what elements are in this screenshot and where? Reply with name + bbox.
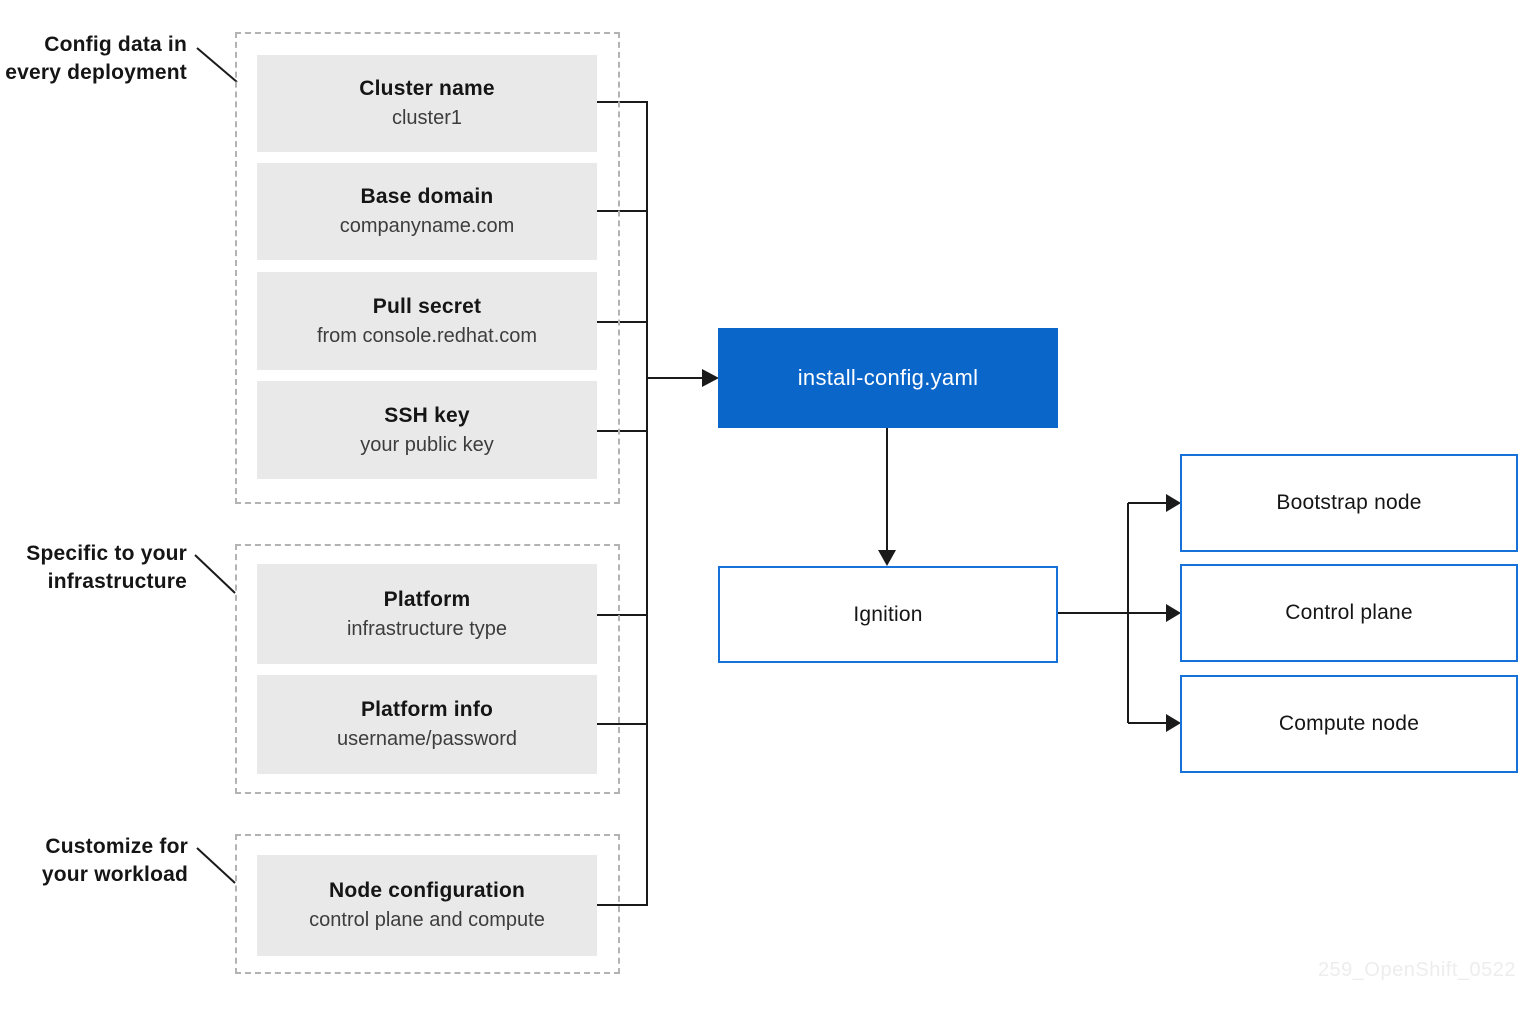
box-title: Pull secret	[372, 294, 482, 318]
box-label: Bootstrap node	[1276, 491, 1422, 514]
box-title: Base domain	[360, 185, 494, 208]
box-platform: Platform infrastructure type	[257, 564, 597, 664]
box-label: Compute node	[1278, 712, 1420, 735]
box-ssh-key: SSH key your public key	[257, 381, 597, 479]
arrowhead-control-plane	[1166, 604, 1181, 622]
section-label-line: your workload	[41, 863, 188, 886]
tick-customize	[196, 847, 236, 884]
box-control-plane: Control plane	[1180, 564, 1518, 662]
box-title: Node configuration	[328, 879, 526, 902]
section-label-line: every deployment	[5, 61, 187, 84]
box-label: Ignition	[853, 602, 923, 626]
box-title: Platform info	[360, 698, 494, 721]
box-platform-info: Platform info username/password	[257, 675, 597, 774]
box-title: Cluster name	[359, 77, 495, 100]
box-title: SSH key	[384, 403, 470, 427]
box-cluster-name: Cluster name cluster1	[257, 55, 597, 152]
arrowhead-ignition	[878, 550, 896, 566]
box-compute-node: Compute node	[1180, 675, 1518, 773]
section-label-line: Specific to your	[26, 542, 187, 565]
section-label-customize: Customize for your workload	[0, 833, 188, 889]
section-label-line: infrastructure	[47, 570, 187, 593]
box-install-config-yaml: install-config.yaml	[718, 328, 1058, 428]
box-label: install-config.yaml	[797, 365, 979, 390]
box-subtitle: cluster1	[391, 107, 463, 129]
group-config-data-border	[235, 32, 620, 504]
box-ignition: Ignition	[718, 566, 1058, 663]
group-specific-border	[235, 544, 620, 794]
box-subtitle: from console.redhat.com	[316, 324, 538, 347]
section-label-line: Config data in	[44, 33, 187, 56]
box-node-configuration: Node configuration control plane and com…	[257, 855, 597, 956]
section-label-specific: Specific to your infrastructure	[0, 540, 187, 596]
box-subtitle: companyname.com	[339, 215, 515, 237]
box-label: Control plane	[1285, 601, 1413, 624]
section-label-line: Customize for	[45, 835, 188, 858]
box-subtitle: username/password	[336, 728, 518, 750]
arrowhead-compute	[1166, 714, 1181, 732]
box-title: Platform	[383, 587, 471, 611]
box-base-domain: Base domain companyname.com	[257, 163, 597, 260]
tick-config-data	[196, 47, 238, 83]
box-subtitle: your public key	[360, 433, 494, 456]
box-bootstrap-node: Bootstrap node	[1180, 454, 1518, 552]
arrowhead-bootstrap	[1166, 494, 1181, 512]
section-label-config-data: Config data in every deployment	[0, 31, 187, 87]
arrowhead-install-config	[702, 369, 719, 387]
box-pull-secret: Pull secret from console.redhat.com	[257, 272, 597, 370]
box-subtitle: infrastructure type	[346, 617, 508, 640]
watermark-text: 259_OpenShift_0522	[1317, 959, 1516, 981]
box-subtitle: control plane and compute	[309, 909, 545, 931]
tick-specific	[194, 554, 236, 594]
